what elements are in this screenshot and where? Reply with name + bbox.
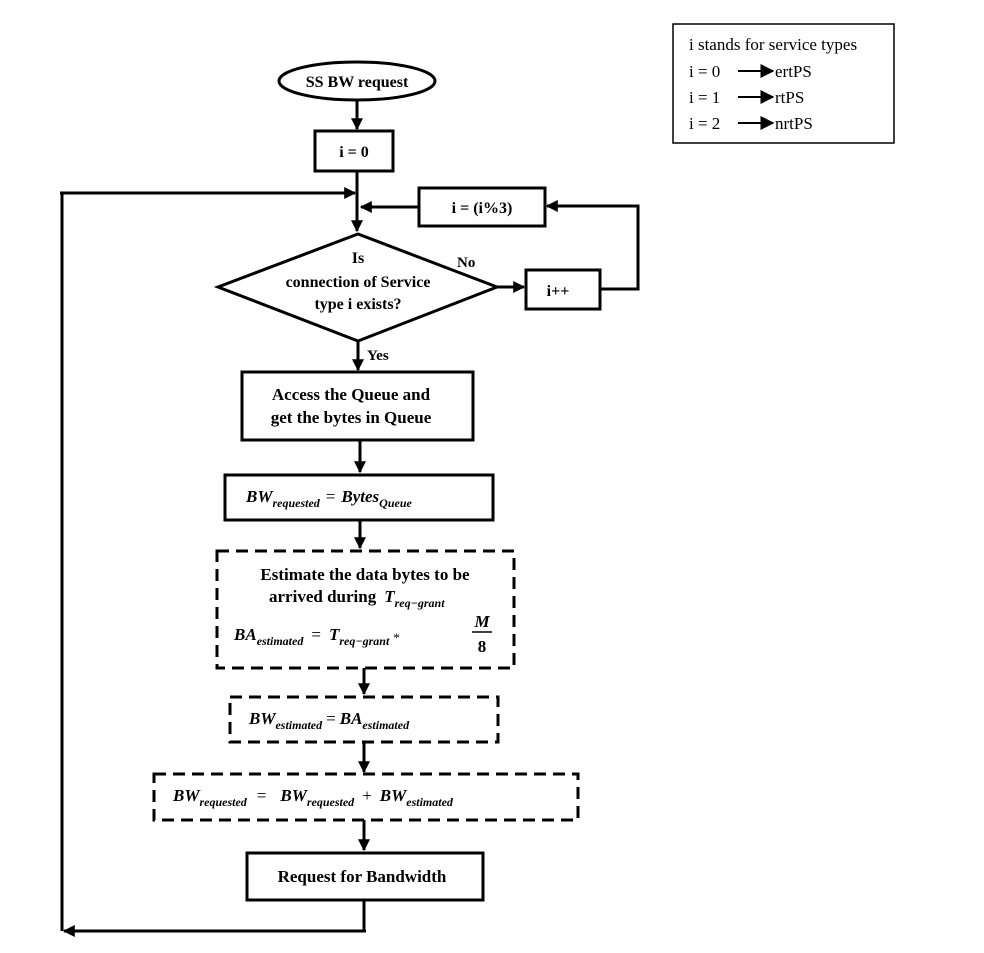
- reset-box: [417, 186, 547, 228]
- yes-label: Yes: [367, 348, 389, 364]
- access-queue-box: [240, 370, 475, 442]
- decision-line-2: connection of Service: [286, 274, 431, 291]
- formula-ba-estimated: BAestimated=Treq−grant*: [233, 625, 400, 648]
- reset-label: i = (i%3): [452, 200, 513, 217]
- formula-bw-requested: BWrequested=BytesQueue: [245, 487, 413, 510]
- legend: i stands for service types i = 0 ertPS i…: [672, 23, 895, 144]
- request-bandwidth-label: Request for Bandwidth: [278, 867, 447, 886]
- legend-row-0-label: i = 0: [689, 62, 720, 81]
- fraction-numerator: M: [473, 612, 490, 631]
- init-box: [313, 129, 395, 173]
- legend-row-2-value: nrtPS: [775, 114, 813, 133]
- formula-bw-sum-box: [152, 772, 580, 822]
- access-queue-line-2: get the bytes in Queue: [271, 408, 432, 427]
- formula-bw-estimated: BWestimated=BAestimated: [248, 709, 410, 732]
- estimate-box: [215, 549, 516, 670]
- legend-row-2-label: i = 2: [689, 114, 720, 133]
- formula-bw-sum: BWrequested=BWrequested+BWestimated: [172, 786, 454, 809]
- legend-row-1-value: rtPS: [775, 88, 804, 107]
- init-label: i = 0: [339, 144, 369, 161]
- legend-row-0-value: ertPS: [775, 62, 812, 81]
- estimate-line-1: Estimate the data bytes to be: [260, 565, 470, 584]
- fraction-denominator: 8: [478, 637, 487, 656]
- arrow-increment-to-reset: [545, 200, 640, 291]
- start-label: SS BW request: [306, 74, 409, 91]
- no-label: No: [457, 255, 475, 271]
- decision-line-1: Is: [352, 250, 364, 267]
- increment-label: i++: [547, 283, 570, 300]
- legend-title: i stands for service types: [689, 35, 857, 54]
- legend-box: [672, 23, 895, 144]
- access-queue-line-1: Access the Queue and: [272, 385, 431, 404]
- legend-row-1-label: i = 1: [689, 88, 720, 107]
- decision-line-3: type i exists?: [314, 296, 401, 313]
- increment-box: [524, 268, 602, 311]
